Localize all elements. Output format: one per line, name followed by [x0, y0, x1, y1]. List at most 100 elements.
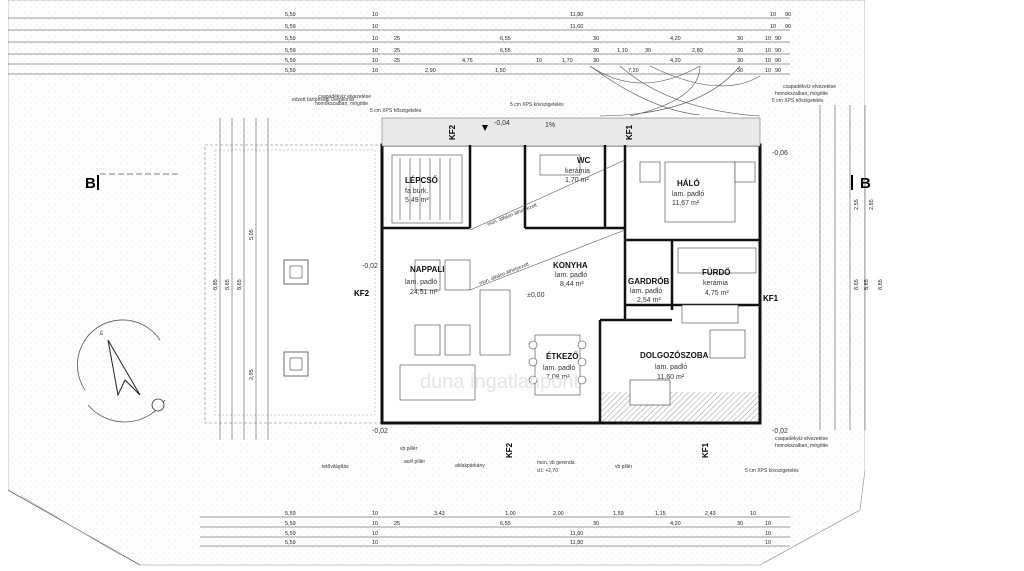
marker-kf2-bottom: KF2 [505, 442, 514, 458]
marker-kf1-top: KF1 [625, 124, 634, 140]
dim-text: 4,20 [670, 521, 681, 527]
room-area-konyha: 8,44 m² [560, 281, 584, 288]
dim-text: 30 [645, 48, 651, 54]
dim-text: 5,59 [285, 48, 296, 54]
level-bottom-left: -0,02 [372, 428, 388, 435]
room-area-etkezo: 7,08 m² [546, 374, 570, 381]
dim-text: 8,65 [854, 279, 860, 290]
room-area-furdo: 4,75 m² [705, 290, 729, 297]
dim-text: 2,95 [249, 369, 255, 380]
dim-text: 2,55 [854, 199, 860, 210]
level-right: -0,06 [772, 150, 788, 157]
watermark: duna ingatlanpont [420, 371, 579, 393]
dim-text: 3,43 [434, 511, 445, 517]
level-slope: 1% [545, 122, 555, 129]
note: acél pillér [404, 459, 425, 465]
dim-text: 8,85 [213, 279, 219, 290]
dim-text: 5,05 [249, 229, 255, 240]
dim-text: 90 [775, 58, 781, 64]
room-floor-nappali: lam. padló [405, 279, 437, 286]
dim-text: 90 [775, 36, 781, 42]
room-area-gardrob: 2,54 m² [637, 297, 661, 304]
note: edzett biztonsági üvegkorlát [292, 97, 355, 103]
section-label-right: B [860, 175, 871, 192]
dim-text: 10 [372, 511, 378, 517]
stair [391, 154, 463, 224]
dim-text: 6,55 [500, 521, 511, 527]
note: csapadékvíz elvezetése [775, 436, 828, 442]
room-name-lepcso: LÉPCSŐ [405, 176, 438, 185]
note: 5 cm XPS hőszigetelés [772, 98, 824, 104]
dim-text: 8,65 [225, 279, 231, 290]
dim-text: 30 [737, 36, 743, 42]
dim-text: 2,80 [692, 48, 703, 54]
dim-text: 2,90 [425, 68, 436, 74]
room-name-wc: WC [577, 156, 591, 165]
dim-text: 10 [536, 58, 542, 64]
dim-text: 5,59 [285, 511, 296, 517]
dim-text: 5,59 [285, 36, 296, 42]
marker-kf2-top: KF2 [448, 124, 457, 140]
dim-text: 1,10 [617, 48, 628, 54]
note: ablakpárkány [455, 463, 485, 469]
dim-text: 8,65 [864, 279, 870, 290]
room-area-lepcso: 5,49 m² [405, 197, 429, 204]
note: homokszalban, mögötte [775, 443, 828, 449]
dim-text: 1,15 [655, 511, 666, 517]
dim-text: 30 [593, 48, 599, 54]
dim-text: 10 [372, 48, 378, 54]
top-dimensions [8, 17, 790, 75]
note: 5 cm XPS kövszigetelés [510, 102, 564, 108]
skylight [283, 259, 309, 285]
room-floor-etkezo: lam. padló [543, 365, 575, 372]
note: csapadékvíz elvezetése [318, 94, 371, 100]
dim-text: 25 [394, 58, 400, 64]
dim-text: 11,80 [570, 12, 583, 18]
dim-text: 1,00 [505, 511, 516, 517]
note: mon. vb gerenda [537, 460, 575, 466]
dim-text: 10 [765, 68, 771, 74]
dim-text: 1,70 [562, 58, 573, 64]
dim-text: 30 [593, 521, 599, 527]
room-floor-halo: lam. padló [672, 191, 704, 198]
room-area-halo: 11,67 m² [672, 200, 700, 207]
dim-text: 90 [775, 68, 781, 74]
dim-text: 10 [372, 58, 378, 64]
dim-text: 1,50 [495, 68, 506, 74]
dim-text: 30 [737, 48, 743, 54]
room-floor-wc: kerámia [565, 168, 590, 175]
dim-text: 2,43 [705, 511, 716, 517]
room-name-etkezo: ÉTKEZŐ [546, 352, 578, 361]
dim-text: 25 [394, 521, 400, 527]
room-floor-gardrob: lam. padló [630, 288, 662, 295]
dim-text: 2,00 [553, 511, 564, 517]
room-area-wc: 1,70 m² [565, 177, 589, 184]
note: homokszalban, mögötte [315, 101, 368, 107]
marker-kf2-left: KF2 [354, 289, 370, 298]
level-left: -0,02 [362, 263, 378, 270]
note: d.t: +2,70 [537, 468, 558, 474]
compass-label: É [100, 330, 104, 337]
dim-text: 7,20 [628, 68, 639, 74]
level-top: -0,04 [494, 120, 510, 127]
dim-text: 10 [765, 531, 771, 537]
dim-text: 5,59 [285, 68, 296, 74]
dim-text: 8,85 [878, 279, 884, 290]
room-name-nappali: NAPPALI [410, 265, 445, 274]
dim-text: 5,59 [285, 24, 296, 30]
furniture [399, 154, 757, 401]
dim-text: 6,55 [500, 36, 511, 42]
dim-text: 10 [765, 48, 771, 54]
room-name-furdo: FÜRDŐ [702, 268, 730, 277]
room-floor-dolgozoszoba: lam. padló [655, 364, 687, 371]
level-door: ±0,00 [527, 292, 545, 299]
dim-text: 10 [372, 531, 378, 537]
dim-text: 6,55 [500, 48, 511, 54]
dim-text: 8,65 [237, 279, 243, 290]
dim-text: 10 [765, 58, 771, 64]
dim-text: 10 [372, 540, 378, 546]
dim-text: 30 [737, 68, 743, 74]
note: 5 cm XPS kövszigetelés [745, 468, 799, 474]
dim-text: 25 [394, 36, 400, 42]
